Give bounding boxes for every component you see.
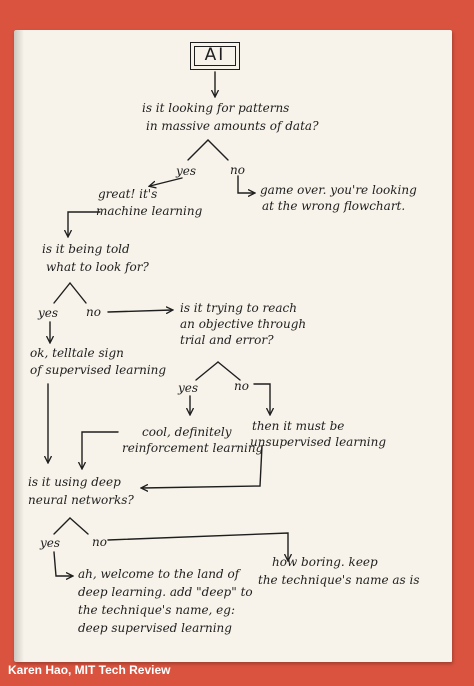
photo-credit: Karen Hao, MIT Tech Review: [8, 663, 171, 677]
branch-q2-no: [69, 282, 87, 304]
answer-q1-no: no: [230, 163, 245, 177]
answer-q1-yes: yes: [176, 164, 197, 178]
question-told-line-2: what to look for?: [46, 260, 149, 274]
answer-q3-no: no: [234, 379, 249, 393]
question-told-line-1: is it being told: [42, 242, 130, 256]
branch-q3-yes: [195, 361, 219, 381]
outcome-supervised-line-2: of supervised learning: [30, 363, 167, 377]
branch-q4-yes: [53, 517, 71, 535]
outcome-boring-line-2: the technique's name as is: [258, 573, 420, 587]
answer-q4-yes: yes: [40, 536, 61, 550]
question-patterns-line-1: is it looking for patterns: [142, 101, 290, 115]
outcome-deep-line-1: ah, welcome to the land of: [78, 567, 240, 581]
outcome-supervised-line-1: ok, telltale sign: [30, 346, 124, 360]
branch-q1-yes: [187, 139, 209, 161]
outcome-game-over-line-2: at the wrong flowchart.: [262, 199, 406, 213]
answer-q3-yes: yes: [178, 381, 199, 395]
outcome-ml-line-1: great! it's: [98, 187, 158, 201]
question-patterns-line-2: in massive amounts of data?: [146, 119, 319, 133]
outcome-game-over-line-1: game over. you're looking: [260, 183, 417, 197]
notebook-spine-shadow: [14, 30, 24, 662]
answer-q4-no: no: [92, 535, 107, 549]
question-deep-line-1: is it using deep: [28, 475, 121, 489]
arrow-q2-no: [107, 310, 172, 312]
arrow-q1-no: [237, 175, 254, 193]
outcome-deep-line-4: deep supervised learning: [78, 621, 232, 635]
branch-q3-no: [217, 361, 241, 381]
arrow-ml-to-q2: [68, 211, 101, 236]
outcome-reinforcement-line-2: reinforcement learning: [122, 441, 264, 455]
outcome-unsupervised-line-1: then it must be: [252, 419, 345, 433]
arrow-q3-no: [253, 383, 270, 414]
start-node-ai: AI: [190, 42, 240, 70]
question-deep-line-2: neural networks?: [28, 493, 134, 507]
answer-q2-no: no: [86, 305, 101, 319]
question-trial-line-1: is it trying to reach: [180, 301, 297, 315]
arrow-q4-yes: [53, 551, 72, 576]
arrow-q1-yes: [150, 177, 183, 186]
question-trial-line-3: trial and error?: [180, 333, 274, 347]
notebook-page: [14, 30, 452, 662]
outcome-unsupervised-line-2: unsupervised learning: [250, 435, 387, 449]
branch-q4-no: [69, 517, 89, 535]
arrow-unsupervised-to-q4: [142, 445, 263, 488]
outcome-reinforcement-line-1: cool, definitely: [142, 425, 232, 439]
outcome-ml-line-2: machine learning: [96, 204, 203, 218]
branch-q1-no: [207, 139, 229, 161]
branch-q2-yes: [53, 282, 71, 304]
outcome-boring-line-1: how boring. keep: [272, 555, 378, 569]
question-trial-line-2: an objective through: [180, 317, 307, 331]
answer-q2-yes: yes: [38, 306, 59, 320]
arrow-q4-no: [107, 532, 288, 560]
outcome-deep-line-3: the technique's name, eg:: [78, 603, 236, 617]
outcome-deep-line-2: deep learning. add "deep" to: [78, 585, 253, 599]
arrow-reinforcement-to-q4: [82, 431, 119, 468]
